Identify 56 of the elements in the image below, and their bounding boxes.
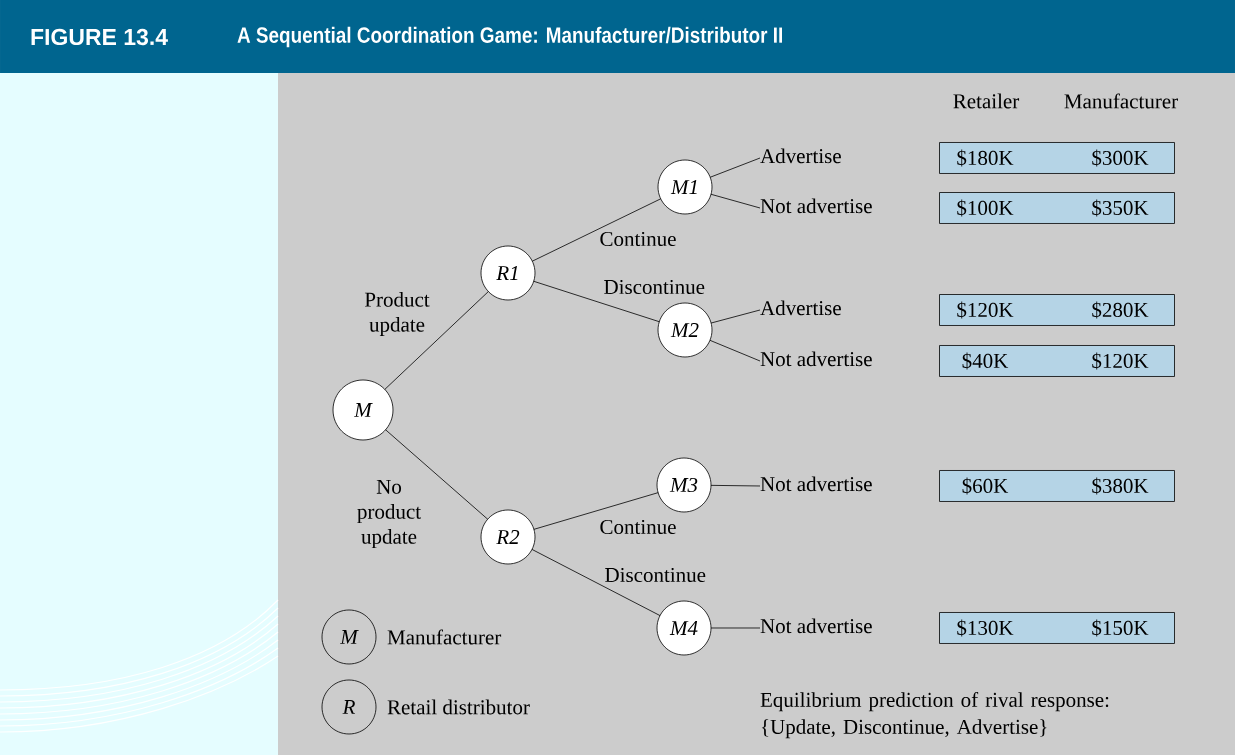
decision-node: M3 xyxy=(656,457,712,513)
payoff-value: $130K xyxy=(957,619,1014,637)
decision-node: R1 xyxy=(480,245,536,301)
branch-line xyxy=(533,280,660,323)
branch-line xyxy=(385,429,489,520)
column-header: Manufacturer xyxy=(1064,93,1178,109)
column-header: Retailer xyxy=(953,93,1020,109)
branch-line xyxy=(709,157,761,178)
payoff-value: $350K xyxy=(1092,199,1149,217)
decision-node: M4 xyxy=(656,600,712,656)
legend-text: Manufacturer xyxy=(387,629,502,645)
payoff-value: $60K xyxy=(962,477,1009,495)
payoff-value: $300K xyxy=(1092,149,1149,167)
payoff-value: $280K xyxy=(1092,301,1149,319)
edge-label: Discontinue xyxy=(604,279,705,295)
edge-label: Continue xyxy=(600,231,676,247)
branch-line xyxy=(710,627,761,629)
payoff-value: $150K xyxy=(1092,619,1149,637)
decision-node: M1 xyxy=(657,159,713,215)
payoff-value: $40K xyxy=(962,352,1009,370)
branch-line xyxy=(710,309,761,324)
branch-line xyxy=(710,193,761,209)
payoff-value: $120K xyxy=(957,301,1014,319)
edge-label: No product update xyxy=(357,479,421,549)
branch-line xyxy=(531,198,662,262)
branch-line xyxy=(384,291,489,390)
note-text: Equilibrium prediction of rival response: {Update, Discontinue, Advertise} xyxy=(760,692,1109,739)
payoff-box xyxy=(939,345,1175,377)
figure-title: A Sequential Coordination Game: Manufacturer/Distributor II xyxy=(237,26,782,48)
payoff-box xyxy=(939,612,1175,644)
action-label: Not advertise xyxy=(760,351,872,367)
branch-line xyxy=(531,549,661,616)
edge-label: Continue xyxy=(600,519,676,535)
payoff-box xyxy=(939,294,1175,326)
figure-number: FIGURE 13.4 xyxy=(31,28,168,46)
action-label: Not advertise xyxy=(760,618,872,634)
payoff-box xyxy=(939,470,1175,502)
decision-node: M xyxy=(332,379,394,441)
branch-line xyxy=(709,339,761,362)
action-label: Not advertise xyxy=(760,476,872,492)
decision-node: M2 xyxy=(657,302,713,358)
payoff-box xyxy=(939,142,1175,174)
action-label: Advertise xyxy=(760,148,841,164)
payoff-value: $120K xyxy=(1092,352,1149,370)
legend-text: Retail distributor xyxy=(387,699,530,715)
action-label: Advertise xyxy=(760,300,841,316)
payoff-value: $380K xyxy=(1092,477,1149,495)
branch-line xyxy=(533,492,659,530)
action-label: Not advertise xyxy=(760,198,872,214)
decision-node: R2 xyxy=(480,509,536,565)
payoff-box xyxy=(939,192,1175,224)
edge-label: Discontinue xyxy=(605,567,706,583)
branch-line xyxy=(710,484,761,487)
payoff-value: $100K xyxy=(957,199,1014,217)
edge-label: Product update xyxy=(364,292,430,336)
payoff-value: $180K xyxy=(957,149,1014,167)
